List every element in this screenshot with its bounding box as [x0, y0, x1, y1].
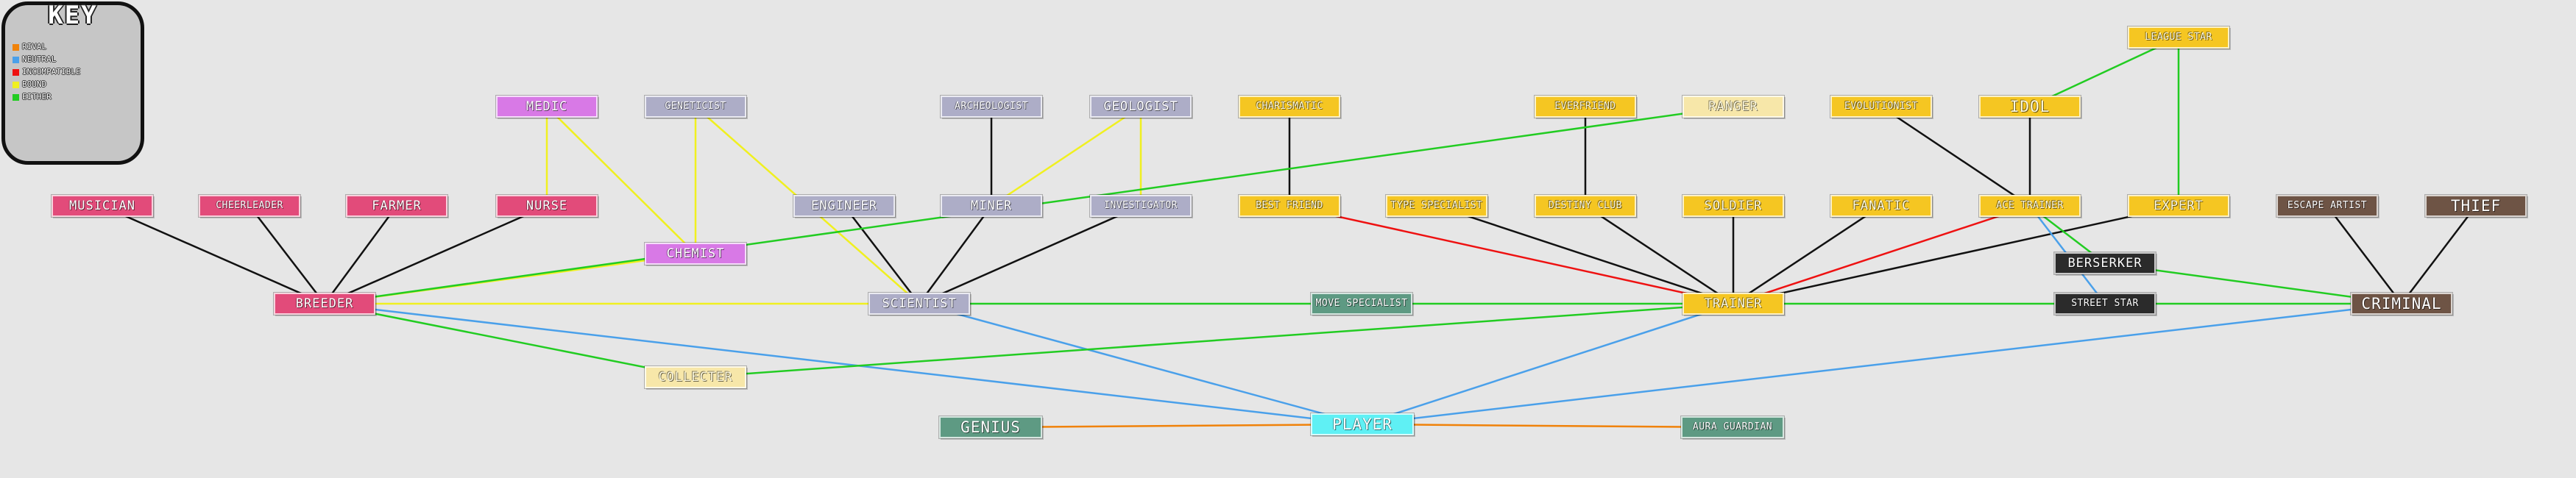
legend-title: KEY [48, 1, 98, 30]
node-engineer[interactable]: ENGINEER [793, 194, 896, 218]
legend-label-incompatible: INCOMPATIBLE [22, 67, 81, 76]
node-escape-artist[interactable]: ESCAPE ARTIST [2276, 194, 2379, 218]
legend-key: KEY RIVAL NEUTRAL INCOMPATIBLE BOUND EIT… [1, 1, 144, 165]
node-musician[interactable]: MUSICIAN [51, 194, 154, 218]
node-miner[interactable]: MINER [940, 194, 1043, 218]
edge-thief-criminal [2401, 205, 2477, 304]
edge-fanatic-trainer [1733, 204, 1882, 305]
edge-scientist-player [919, 302, 1363, 426]
edge-evolutionist-ace_trainer [1880, 105, 2031, 207]
node-idol[interactable]: IDOL [1978, 95, 2081, 118]
node-archeologist[interactable]: ARCHEOLOGIST [940, 95, 1043, 118]
node-scientist[interactable]: SCIENTIST [868, 292, 971, 315]
legend-item-neutral: NEUTRAL [13, 54, 56, 65]
node-move-specialist[interactable]: MOVE SPECIALIST [1310, 292, 1413, 315]
legend-swatch [13, 81, 19, 88]
edge-farmer-breeder [323, 205, 398, 304]
legend-label-neutral: NEUTRAL [22, 54, 57, 64]
node-ace-trainer[interactable]: ACE TRAINER [1978, 194, 2081, 218]
edge-escape_artist-criminal [2326, 205, 2402, 304]
edge-ace_trainer-trainer [1733, 204, 2031, 305]
edge-cheerleader-breeder [249, 205, 325, 304]
edge-collector-trainer [695, 302, 1734, 379]
node-berserker[interactable]: BERSERKER [2053, 252, 2156, 275]
edge-breeder-collector [324, 302, 696, 379]
edge-engineer-scientist [843, 205, 920, 304]
node-ranger[interactable]: RANGER [1682, 95, 1785, 118]
edge-geologist-miner [991, 105, 1142, 207]
legend-item-bound: BOUND [13, 79, 46, 90]
legend-item-either: EITHER [13, 92, 52, 102]
legend-swatch [13, 93, 19, 101]
node-geneticist[interactable]: GENETICIST [644, 95, 747, 118]
legend-swatch [13, 56, 19, 63]
node-evolutionist[interactable]: EVOLUTIONIST [1830, 95, 1933, 118]
edge-miner-scientist [918, 205, 993, 304]
node-player[interactable]: PLAYER [1310, 413, 1415, 436]
node-nurse[interactable]: NURSE [495, 194, 598, 218]
edge-criminal-player [1362, 302, 2402, 426]
node-farmer[interactable]: FARMER [345, 194, 448, 218]
edge-type_specialist-trainer [1436, 204, 1734, 305]
edge-idol-league_star [2029, 36, 2179, 108]
node-soldier[interactable]: SOLDIER [1682, 194, 1785, 218]
edge-player-aura_guardian [1362, 423, 1733, 429]
node-investigator[interactable]: INVESTIGATOR [1089, 194, 1192, 218]
node-type-specialist[interactable]: TYPE SPECIALIST [1385, 194, 1488, 218]
node-medic[interactable]: MEDIC [495, 95, 598, 118]
node-fanatic[interactable]: FANATIC [1830, 194, 1933, 218]
legend-item-rival: RIVAL [13, 42, 46, 52]
node-charismatic[interactable]: CHARISMATIC [1238, 95, 1341, 118]
edge-medic-chemist [546, 106, 696, 254]
edge-expert-trainer [1733, 204, 2179, 305]
node-best-friend[interactable]: BEST FRIEND [1238, 194, 1341, 218]
node-league-star[interactable]: LEAGUE STAR [2127, 26, 2230, 49]
node-genius[interactable]: GENIUS [938, 415, 1043, 439]
node-thief[interactable]: THIEF [2424, 194, 2527, 218]
legend-item-incompatible: INCOMPATIBLE [13, 67, 80, 77]
node-collector[interactable]: COLLECTER [644, 365, 747, 389]
edge-breeder-player [324, 302, 1363, 426]
edge-destiny_club-trainer [1585, 204, 1734, 305]
legend-swatch [13, 68, 19, 76]
edge-nurse-breeder [324, 204, 548, 305]
node-criminal[interactable]: CRIMINAL [2350, 292, 2453, 315]
legend-swatch [13, 43, 19, 51]
legend-label-bound: BOUND [22, 79, 47, 89]
node-trainer[interactable]: TRAINER [1682, 292, 1785, 315]
node-everfriend[interactable]: EVERFRIEND [1534, 95, 1637, 118]
edge-musician-breeder [102, 204, 325, 305]
node-chemist[interactable]: CHEMIST [644, 242, 747, 265]
edge-investigator-scientist [919, 204, 1142, 305]
node-geologist[interactable]: GEOLOGIST [1089, 95, 1192, 118]
edge-genius-player [990, 423, 1363, 429]
node-destiny-club[interactable]: DESTINY CLUB [1534, 194, 1637, 218]
edge-trainer-player [1362, 302, 1734, 426]
node-street-star[interactable]: STREET STAR [2053, 292, 2156, 315]
node-aura-guardian[interactable]: AURA GUARDIAN [1680, 415, 1785, 439]
legend-label-rival: RIVAL [22, 42, 47, 51]
node-cheerleader[interactable]: CHEERLEADER [198, 194, 301, 218]
edge-best_friend-trainer [1289, 204, 1734, 305]
node-expert[interactable]: EXPERT [2127, 194, 2230, 218]
legend-label-either: EITHER [22, 92, 52, 101]
node-breeder[interactable]: BREEDER [273, 292, 376, 315]
